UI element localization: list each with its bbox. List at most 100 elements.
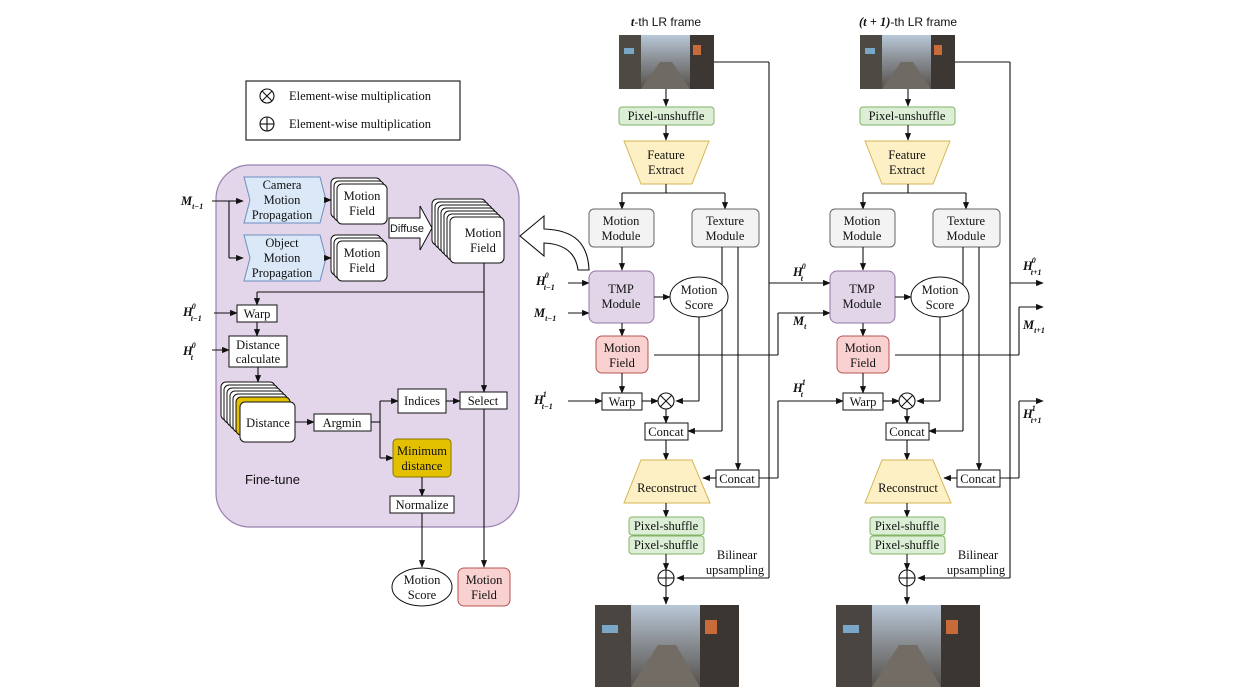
concat1-t: Concat xyxy=(644,422,689,441)
svg-text:Module: Module xyxy=(602,229,641,243)
motion-module-t1: Motion Module xyxy=(829,208,896,248)
svg-text:Pixel-unshuffle: Pixel-unshuffle xyxy=(869,109,946,123)
frame-t1-label: (t + 1)-th LR frame xyxy=(859,15,957,29)
concat2-t1: Concat xyxy=(956,469,1001,488)
warp-t1: Warp xyxy=(842,392,884,411)
svg-text:distance: distance xyxy=(402,459,443,473)
pipeline-t: t-th LR frame Pixel-unshuffle Feature Ex… xyxy=(533,15,779,687)
svg-text:Pixel-shuffle: Pixel-shuffle xyxy=(875,538,940,552)
reconstruct-t1: Reconstruct xyxy=(864,459,952,504)
svg-text:Texture: Texture xyxy=(947,214,985,228)
svg-text:Field: Field xyxy=(349,204,375,218)
oplus-icon xyxy=(259,116,275,132)
svg-text:Object: Object xyxy=(265,236,299,250)
motion-module-t: Motion Module xyxy=(588,208,655,248)
svg-text:Concat: Concat xyxy=(648,425,684,439)
pixel-shuffle-t1-1: Pixel-shuffle xyxy=(869,516,946,536)
svg-text:Field: Field xyxy=(349,261,375,275)
otimes-t1-icon xyxy=(898,392,916,410)
svg-text:Distance: Distance xyxy=(236,338,280,352)
svg-text:Field: Field xyxy=(609,356,635,370)
bilinear-t1-line1: Bilinear xyxy=(958,548,999,562)
svg-text:Pixel-unshuffle: Pixel-unshuffle xyxy=(628,109,705,123)
svg-text:Warp: Warp xyxy=(850,395,877,409)
svg-text:Pixel-shuffle: Pixel-shuffle xyxy=(634,538,699,552)
feature-extract-t1: Feature Extract xyxy=(864,140,951,185)
svg-text:Field: Field xyxy=(850,356,876,370)
svg-text:TMP: TMP xyxy=(608,282,634,296)
diffuse-arrow: Diffuse xyxy=(388,205,433,251)
concat1-t1: Concat xyxy=(885,422,930,441)
svg-text:Extract: Extract xyxy=(648,163,685,177)
reconstruct-t: Reconstruct xyxy=(623,459,711,504)
svg-text:Motion: Motion xyxy=(604,341,642,355)
svg-text:Extract: Extract xyxy=(889,163,926,177)
object-motion-field: Motion Field xyxy=(330,234,388,282)
svg-text:Motion: Motion xyxy=(466,573,504,587)
lr-frame-t1-image xyxy=(860,35,955,89)
svg-text:Field: Field xyxy=(471,588,497,602)
finetune-warp: Warp xyxy=(236,304,278,323)
svg-text:Reconstruct: Reconstruct xyxy=(878,481,938,495)
otimes-icon xyxy=(259,88,275,104)
argmin: Argmin xyxy=(313,413,372,432)
feature-extract-t: Feature Extract xyxy=(623,140,710,185)
svg-text:Module: Module xyxy=(602,297,641,311)
svg-text:Motion: Motion xyxy=(681,283,719,297)
svg-text:Argmin: Argmin xyxy=(323,416,362,430)
pixel-shuffle-t-1: Pixel-shuffle xyxy=(628,516,705,536)
svg-text:Module: Module xyxy=(947,229,986,243)
svg-text:Score: Score xyxy=(926,298,955,312)
bilinear-t-line1: Bilinear xyxy=(717,548,758,562)
pixel-shuffle-t-2: Pixel-shuffle xyxy=(628,535,705,555)
pixel-shuffle-t1-2: Pixel-shuffle xyxy=(869,535,946,555)
pipeline-t1: (t + 1)-th LR frame Pixel-unshuffle Feat… xyxy=(769,15,1045,687)
output-m-t1: Mt+1 xyxy=(1022,318,1045,335)
svg-text:calculate: calculate xyxy=(236,352,281,366)
svg-text:Warp: Warp xyxy=(244,307,271,321)
otimes-t-icon xyxy=(657,392,675,410)
svg-text:Module: Module xyxy=(843,297,882,311)
svg-text:TMP: TMP xyxy=(849,282,875,296)
frame-t-label: t-th LR frame xyxy=(631,15,701,29)
svg-text:Concat: Concat xyxy=(960,472,996,486)
legend-item-2-label: Element-wise multiplication xyxy=(289,117,432,131)
camera-motion-propagation: Camera Motion Propagation xyxy=(243,176,327,224)
svg-text:Diffuse: Diffuse xyxy=(390,223,424,235)
warp-t: Warp xyxy=(601,392,643,411)
svg-text:Module: Module xyxy=(843,229,882,243)
pixel-unshuffle-t1: Pixel-unshuffle xyxy=(859,106,956,126)
camera-motion-field: Motion Field xyxy=(330,177,388,225)
svg-text:Reconstruct: Reconstruct xyxy=(637,481,697,495)
indices: Indices xyxy=(397,388,447,414)
svg-text:Score: Score xyxy=(685,298,714,312)
input-m-t: Mt xyxy=(792,314,807,331)
finetune-input-m: Mt−1 xyxy=(180,194,203,211)
tmp-module-t: TMP Module xyxy=(588,270,655,324)
normalize: Normalize xyxy=(389,495,455,514)
svg-text:Concat: Concat xyxy=(719,472,755,486)
minimum-distance: Minimum distance xyxy=(392,438,452,478)
bilinear-t-line2: upsampling xyxy=(706,563,765,577)
svg-text:Pixel-shuffle: Pixel-shuffle xyxy=(875,519,940,533)
finetune-link-arrow xyxy=(519,214,590,271)
svg-text:Texture: Texture xyxy=(706,214,744,228)
bilinear-t1-line2: upsampling xyxy=(947,563,1006,577)
texture-module-t: Texture Module xyxy=(691,208,760,248)
stacked-motion-field: Motion Field xyxy=(431,198,505,264)
svg-text:Select: Select xyxy=(468,394,499,408)
svg-text:Distance: Distance xyxy=(246,416,290,430)
select: Select xyxy=(459,391,508,410)
svg-text:Motion: Motion xyxy=(404,573,442,587)
svg-text:Motion: Motion xyxy=(264,193,302,207)
svg-text:Normalize: Normalize xyxy=(396,498,449,512)
svg-text:Pixel-shuffle: Pixel-shuffle xyxy=(634,519,699,533)
svg-text:Motion: Motion xyxy=(844,214,882,228)
